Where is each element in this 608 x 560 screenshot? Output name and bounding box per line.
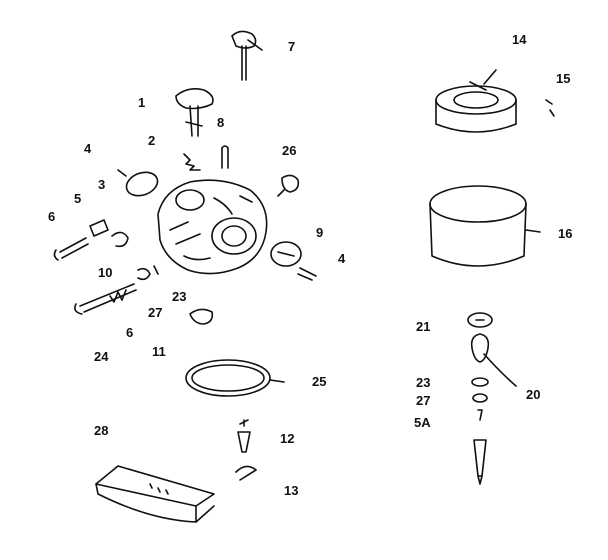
part-small-clip [137,265,159,281]
part-25-gasket [185,359,285,397]
label-part-5a: 5A [414,415,431,430]
part-4-screw [297,267,317,281]
part-1-lever [175,88,214,137]
part-2-spring [183,153,201,171]
label-part-2: 2 [148,133,156,148]
label-part-7: 7 [288,39,296,54]
part-washer [111,231,129,248]
part-21-nut [467,312,493,328]
label-part-27-right: 27 [416,393,431,408]
label-part-5: 5 [74,191,82,206]
label-part-21: 21 [416,319,431,334]
label-part-8: 8 [217,115,225,130]
part-3-plate [117,169,159,197]
part-9-plate [270,241,302,267]
label-part-12: 12 [280,431,295,446]
part-7-shaft [231,30,263,81]
part-5-bushing [89,219,109,237]
part-27-washer-right [472,393,488,403]
part-15-pin [545,99,555,117]
label-part-6-lower: 6 [126,325,134,340]
label-part-11: 11 [152,344,166,359]
label-part-1: 1 [138,95,146,110]
part-10-needle [74,283,137,315]
label-part-10: 10 [98,265,113,280]
label-part-20: 20 [526,387,541,402]
label-part-15: 15 [556,71,571,86]
label-part-3: 3 [98,177,106,192]
part-20-nut [470,333,517,387]
part-8-pin [221,145,229,169]
label-part-27: 27 [148,305,163,320]
label-part-28: 28 [94,423,109,438]
label-part-9: 9 [316,225,324,240]
part-23-washer-right [471,377,489,387]
part-27-washer [189,308,214,325]
part-12-needle [237,419,251,453]
label-part-16: 16 [558,226,573,241]
label-part-26: 26 [282,143,297,158]
label-part-23: 23 [172,289,187,304]
part-26-fitting [277,174,300,197]
label-part-4-right: 4 [338,251,346,266]
label-part-23-right: 23 [416,375,431,390]
label-part-14: 14 [512,32,527,47]
part-13-clip [235,465,257,481]
part-6-screw [53,237,89,261]
part-28-pad [95,465,215,523]
label-part-25: 25 [312,374,327,389]
part-16-bowl [429,185,541,267]
carburetor-body [157,179,268,275]
label-part-24: 24 [94,349,109,364]
part-5a-needle [473,409,487,485]
label-part-4: 4 [84,141,92,156]
label-part-6: 6 [48,209,56,224]
label-part-13: 13 [284,483,299,498]
part-14-float [435,69,517,133]
